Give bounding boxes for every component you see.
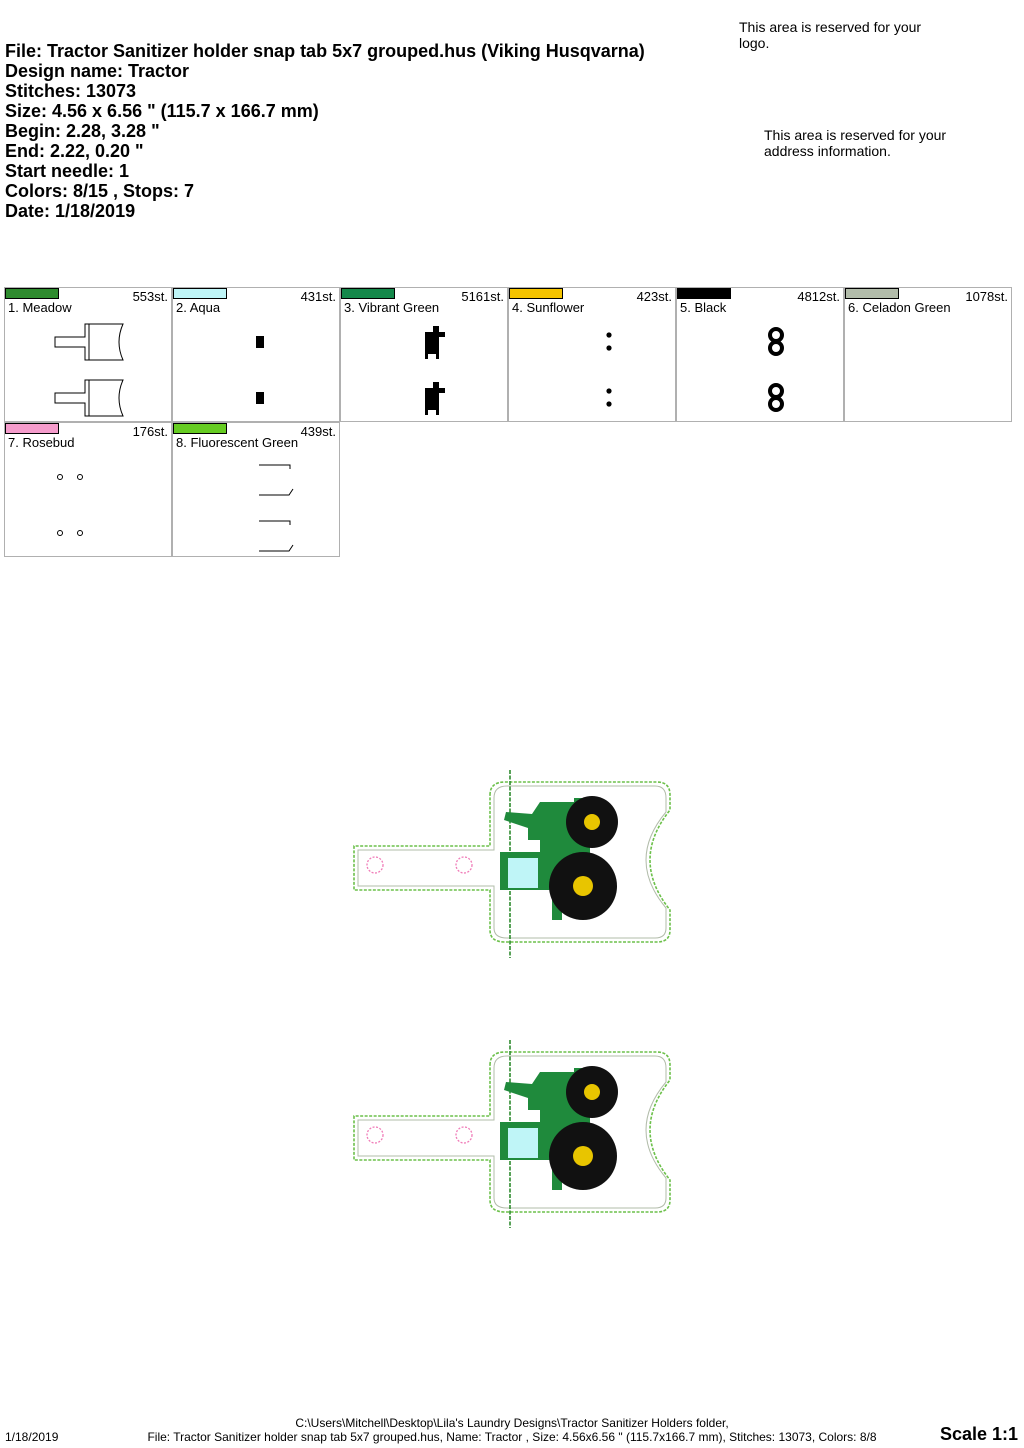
color-block: 4812st. 5. Black [676,287,844,422]
start-needle: Start needle: 1 [5,161,130,181]
color-swatch [509,288,563,299]
color-label: 5. Black [680,300,727,315]
color-block: 553st. 1. Meadow [4,287,172,422]
color-stitches: 5161st. [461,289,504,304]
color-swatch [341,288,395,299]
color-label: 3. Vibrant Green [344,300,440,315]
color-label: 4. Sunflower [512,300,585,315]
color-block: 176st. 7. Rosebud [4,422,172,557]
color-swatch [173,288,227,299]
color-thumbnail [259,464,294,552]
color-stitches: 553st. [132,289,168,304]
color-thumbnail [57,474,83,536]
color-swatch [677,288,731,299]
design-preview [353,770,671,1228]
stitch-count: Stitches: 13073 [5,81,137,101]
color-swatch [845,288,899,299]
footer-date: 1/18/2019 [5,1430,59,1444]
color-swatch [173,423,227,434]
scale-label: Scale 1:1 [939,1424,1018,1444]
color-thumbnail [54,323,124,417]
color-stitches: 176st. [132,424,168,439]
color-label: 1. Meadow [8,300,72,315]
holder-unit-top [353,770,671,958]
logo-reserved-note: This area is reserved for your logo. [739,19,922,51]
color-label: 8. Fluorescent Green [176,435,299,450]
design-date: Date: 1/18/2019 [5,201,136,221]
color-swatch [5,423,59,434]
address-reserved-note: This area is reserved for your address i… [764,127,947,159]
holder-unit-bottom [353,1040,671,1228]
color-thumbnail [256,336,264,404]
color-block: 5161st. 3. Vibrant Green [340,287,508,422]
color-block: 423st. 4. Sunflower [508,287,676,422]
color-stitches: 431st. [300,289,336,304]
color-block: 431st. 2. Aqua [172,287,340,422]
file-line: File: Tractor Sanitizer holder snap tab … [5,41,645,61]
color-stitches: 439st. [300,424,336,439]
color-thumbnail [606,332,612,407]
color-stitches: 4812st. [797,289,840,304]
color-thumbnail [768,327,784,412]
colors-stops: Colors: 8/15 , Stops: 7 [5,181,195,201]
color-block: 439st.8. Fluorescent Green [172,422,340,557]
design-name: Design name: Tractor [5,61,190,81]
design-info: File: Tractor Sanitizer holder snap tab … [5,41,645,221]
color-stitches: 423st. [636,289,672,304]
end-point: End: 2.22, 0.20 " [5,141,144,161]
design-size: Size: 4.56 x 6.56 " (115.7 x 166.7 mm) [5,101,319,121]
color-label: 7. Rosebud [8,435,75,450]
color-stitches: 1078st. [965,289,1008,304]
color-label: 6. Celadon Green [848,300,951,315]
begin-point: Begin: 2.28, 3.28 " [5,121,160,141]
color-swatch [5,288,59,299]
footer-summary: File: Tractor Sanitizer holder snap tab … [147,1430,877,1444]
footer-path: C:\Users\Mitchell\Desktop\Lila's Laundry… [295,1416,729,1430]
color-thumbnail [845,314,1013,423]
color-thumbnail [425,326,445,415]
color-label: 2. Aqua [176,300,221,315]
color-block: 1078st. 6. Celadon Green [844,287,1012,422]
